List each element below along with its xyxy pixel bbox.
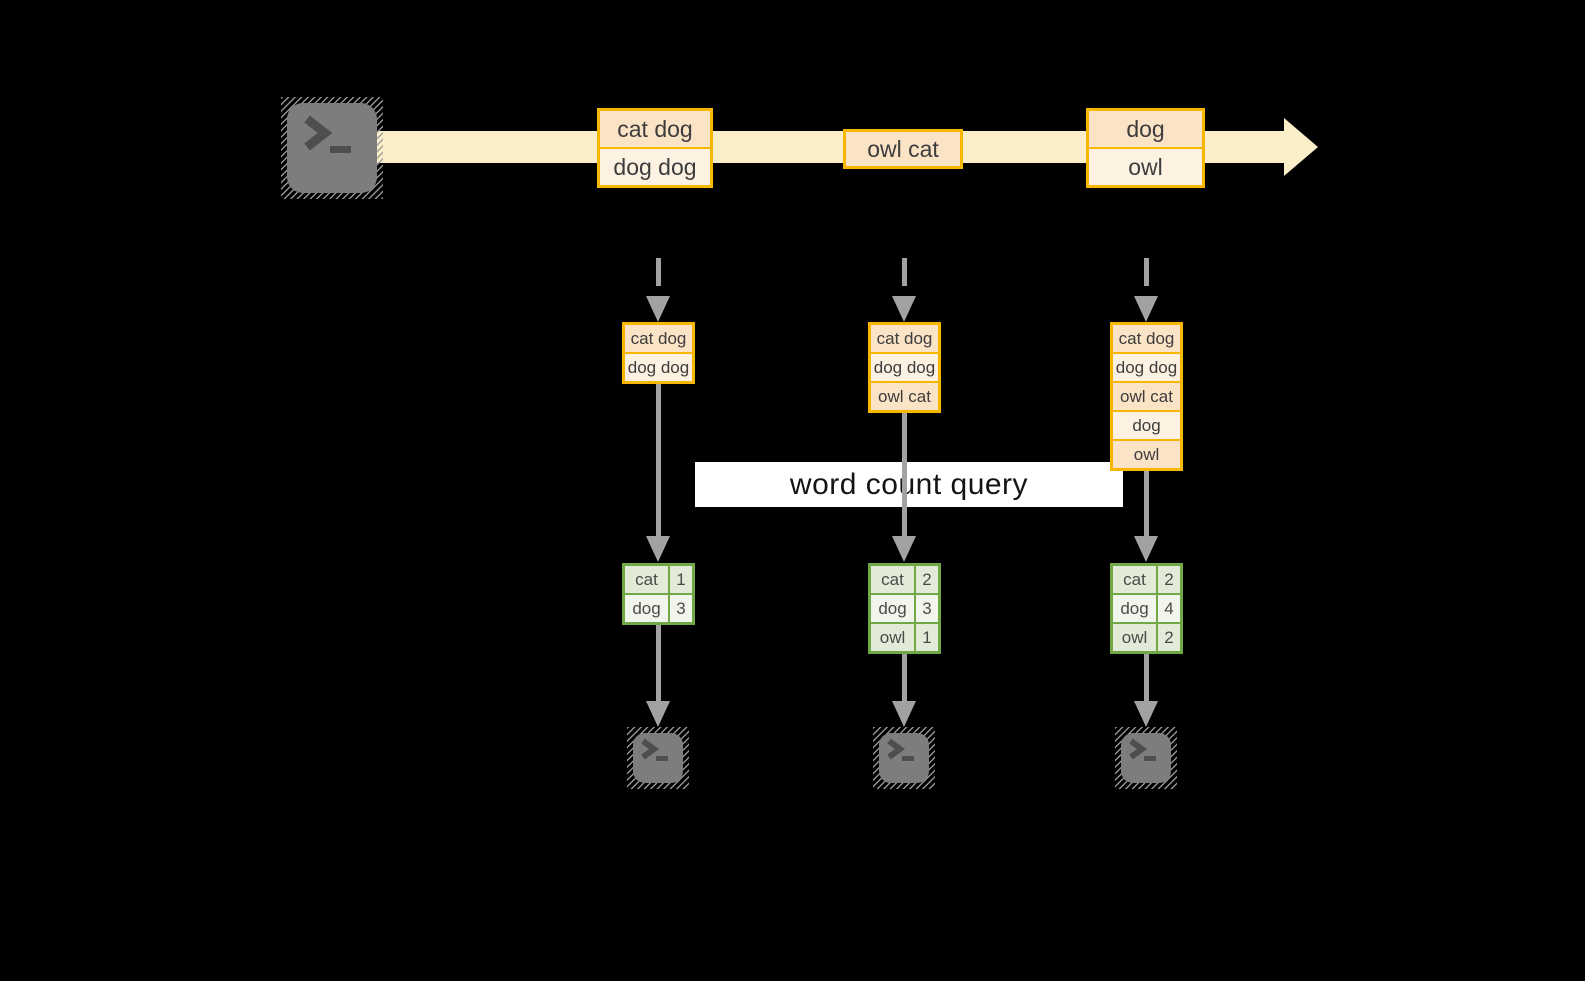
query-arrowhead-icon (646, 536, 670, 562)
input-stack-3: cat dog dog dog owl cat dog owl (1110, 322, 1183, 471)
query-arrow-line (656, 384, 661, 536)
terminal-prompt-icon (641, 738, 668, 761)
word-cell: dog (871, 595, 914, 622)
word-cell: owl (1113, 624, 1156, 651)
event-cell: owl cat (1113, 383, 1180, 410)
count-cell: 4 (1158, 595, 1180, 622)
ingest-arrow-line (1144, 258, 1149, 292)
word-cell: dog (1113, 595, 1156, 622)
sink-terminal-icon-2 (873, 727, 935, 789)
terminal-prompt-icon (887, 738, 914, 761)
sink-terminal-icon-1 (627, 727, 689, 789)
source-terminal-icon (281, 97, 383, 199)
sink-arrowhead-icon (892, 701, 916, 727)
input-stack-2: cat dog dog dog owl cat (868, 322, 941, 413)
query-arrow-line (902, 413, 907, 536)
count-cell: 1 (916, 624, 938, 651)
event-cell: owl cat (871, 383, 938, 410)
count-table-2: cat 2 dog 3 owl 1 (868, 563, 941, 654)
word-cell: cat (1113, 566, 1156, 593)
count-cell: 3 (670, 595, 692, 622)
query-arrow-line (1144, 471, 1149, 536)
count-table-3: cat 2 dog 4 owl 2 (1110, 563, 1183, 654)
event-cell: dog dog (871, 354, 938, 381)
query-arrowhead-icon (892, 536, 916, 562)
event-cell: cat dog (871, 325, 938, 352)
query-arrowhead-icon (1134, 536, 1158, 562)
event-cell: cat dog (1113, 325, 1180, 352)
sink-terminal-icon-3 (1115, 727, 1177, 789)
ingest-arrow-line (902, 258, 907, 292)
event-box-1: cat dog dog dog (597, 108, 713, 188)
event-cell: owl (1113, 441, 1180, 468)
event-cell: dog (1113, 412, 1180, 439)
event-cell: dog dog (1113, 354, 1180, 381)
event-box-2: owl cat (843, 129, 963, 169)
count-cell: 2 (1158, 566, 1180, 593)
ingest-arrow-line (656, 258, 661, 292)
sink-arrow-line (902, 654, 907, 701)
sink-arrowhead-icon (646, 701, 670, 727)
word-cell: cat (625, 566, 668, 593)
event-cell: owl (1089, 149, 1202, 185)
word-cell: owl (871, 624, 914, 651)
terminal-prompt-icon (304, 115, 351, 153)
query-label: word count query (695, 462, 1123, 507)
ingest-arrowhead-icon (646, 296, 670, 322)
input-stack-1: cat dog dog dog (622, 322, 695, 384)
event-cell: dog dog (625, 354, 692, 381)
ingest-arrowhead-icon (1134, 296, 1158, 322)
count-table-1: cat 1 dog 3 (622, 563, 695, 625)
count-cell: 2 (1158, 624, 1180, 651)
event-cell: dog (1089, 111, 1202, 147)
event-cell: cat dog (625, 325, 692, 352)
sink-arrowhead-icon (1134, 701, 1158, 727)
sink-arrow-line (656, 625, 661, 701)
word-cell: cat (871, 566, 914, 593)
count-cell: 1 (670, 566, 692, 593)
event-cell: cat dog (600, 111, 710, 147)
ingest-arrowhead-icon (892, 296, 916, 322)
count-cell: 3 (916, 595, 938, 622)
sink-arrow-line (1144, 654, 1149, 701)
stream-arrowhead-icon (1284, 118, 1318, 176)
count-cell: 2 (916, 566, 938, 593)
event-cell: dog dog (600, 149, 710, 185)
event-box-3: dog owl (1086, 108, 1205, 188)
event-cell: owl cat (846, 132, 960, 166)
terminal-prompt-icon (1129, 738, 1156, 761)
word-cell: dog (625, 595, 668, 622)
